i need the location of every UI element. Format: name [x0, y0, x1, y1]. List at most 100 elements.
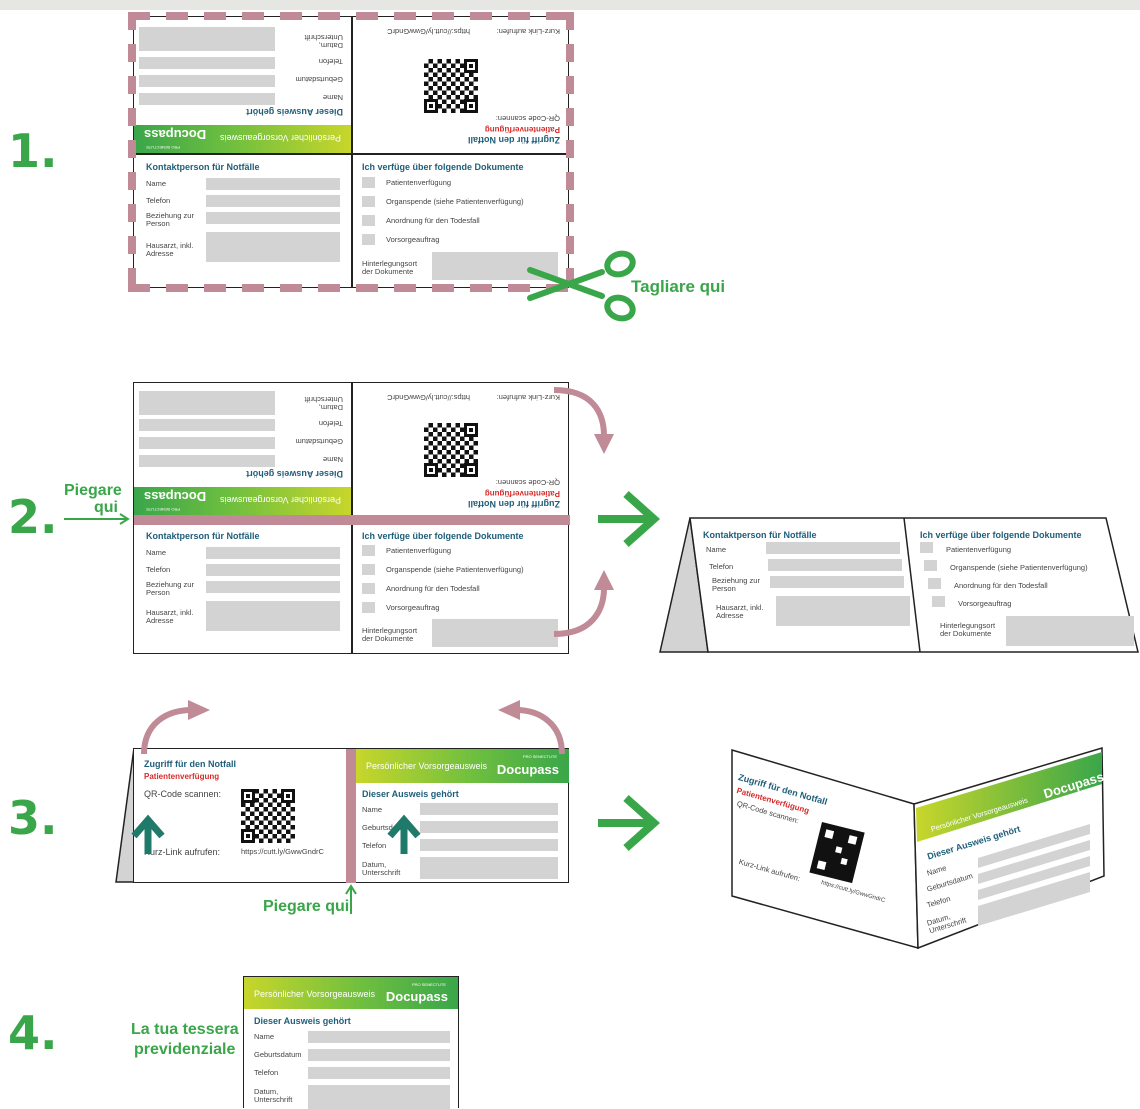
- up-arrow-icon: [387, 814, 421, 854]
- step-2-number: 2.: [8, 490, 58, 544]
- owner-field-label: Telefon: [254, 1068, 279, 1077]
- brand-small: PRO SENECTUTE: [522, 754, 557, 759]
- fold-here-label-part2: qui: [94, 499, 118, 516]
- short-link-label: Kurz-Link aufrufen:: [496, 27, 560, 36]
- cut-line-right: [566, 12, 574, 292]
- tent-docs-item: Patientenverfügung: [946, 545, 1012, 554]
- docs-heading: Ich verfüge über folgende Dokumente: [362, 162, 524, 172]
- tent-docs-heading: Ich verfüge über folgende Dokumente: [920, 530, 1082, 540]
- emergency-panel-flipped: Zugriff für den Notfall Patientenverfügu…: [352, 17, 570, 153]
- docs-item: Anordnung für den Todesfall: [386, 584, 480, 593]
- final-card-label-line1: La tua tessera: [131, 1021, 239, 1038]
- fold-back-arrow-right: [498, 700, 565, 755]
- contact-heading: Kontaktperson für Notfälle: [146, 162, 260, 172]
- qr-code: [241, 789, 295, 843]
- docs-item: Patientenverfügung: [386, 178, 452, 187]
- owner-field-label: Datum, Unterschrift: [254, 1087, 293, 1104]
- docs-item: Vorsorgeauftrag: [386, 235, 440, 244]
- qr-label: QR-Code scannen:: [144, 789, 222, 799]
- fold-pointer-arrow-icon: [64, 513, 130, 525]
- docs-item: Organspende (siehe Patientenverfügung): [386, 197, 524, 206]
- banner: Persönlicher Vorsorgeausweis PRO SENECTU…: [244, 977, 458, 1009]
- tent-contact-label: Name: [706, 545, 727, 554]
- fold-back-arrow-left: [141, 700, 210, 755]
- tent-docs-location: Hinterlegungsort der Dokumente: [940, 621, 996, 638]
- owner-field-label: Name: [362, 805, 383, 814]
- tent-contact-label: Telefon: [709, 562, 734, 571]
- step-1-number: 1.: [8, 124, 58, 178]
- tent-fold-illustration: [659, 517, 1139, 653]
- emergency-heading: Zugriff für den Notfall: [144, 759, 236, 769]
- contact-field-label: Hausarzt, inkl. Adresse: [146, 608, 194, 625]
- owner-field-label: Name: [254, 1032, 275, 1041]
- brand-logo: Docupass: [496, 762, 559, 777]
- banner-title: Persönlicher Vorsorgeausweis: [219, 133, 341, 143]
- card-unfolded-step1: Persönlicher Vorsorgeausweis PRO SENECTU…: [133, 16, 569, 288]
- docs-item: Organspende (siehe Patientenverfügung): [386, 565, 524, 574]
- folded-card-3d: [731, 746, 1105, 950]
- owner-field-label: Telefon: [318, 57, 343, 66]
- brand-logo: Docupass: [144, 489, 207, 504]
- tent-contact-label: Beziehung zur Person: [712, 576, 760, 593]
- brand-small: PRO SENECTUTE: [146, 507, 181, 512]
- owner-field-label: Geburtsdatum: [295, 75, 343, 84]
- docs-item: Anordnung für den Todesfall: [386, 216, 480, 225]
- contact-field-label: Beziehung zur Person: [146, 580, 194, 597]
- owner-field-label: Datum, Unterschrift: [304, 33, 343, 50]
- brand-small: PRO SENECTUTE: [411, 982, 446, 987]
- owner-heading: Dieser Ausweis gehört: [246, 469, 343, 479]
- cut-here-label: Tagliare qui: [631, 277, 726, 296]
- card-unfolded-step2: Persönlicher Vorsorgeausweis PRO SENECTU…: [133, 382, 570, 655]
- docs-location-label: Hinterlegungsort der Dokumente: [362, 626, 418, 643]
- docs-item: Patientenverfügung: [386, 546, 452, 555]
- owner-heading: Dieser Ausweis gehört: [246, 107, 343, 117]
- emergency-sub: Patientenverfügung: [484, 125, 560, 134]
- fold-curve-arrows: [553, 387, 614, 637]
- emergency-panel: Zugriff für den Notfall Patientenverfügu…: [134, 749, 346, 883]
- docs-heading: Ich verfüge über folgende Dokumente: [362, 531, 524, 541]
- owner-field-label: Telefon: [318, 419, 343, 428]
- tent-contact-heading: Kontaktperson für Notfälle: [703, 530, 817, 540]
- short-link: https://cutt.ly/GwwGndrC: [241, 847, 324, 856]
- final-card: Persönlicher Vorsorgeausweis PRO SENECTU…: [243, 976, 459, 1109]
- owner-panel-flipped: Persönlicher Vorsorgeausweis PRO SENECTU…: [134, 383, 351, 515]
- short-link-label: Kurz-Link aufrufen:: [144, 847, 221, 857]
- step-4-number: 4.: [8, 1006, 58, 1060]
- docs-item: Vorsorgeauftrag: [386, 603, 440, 612]
- owner-field-label: Geburtsdatum: [362, 823, 410, 832]
- contact-field-label: Telefon: [146, 565, 171, 574]
- owner-field-label: Name: [322, 93, 343, 102]
- brand-logo: Docupass: [385, 989, 448, 1004]
- tent-docs-item: Anordnung für den Todesfall: [954, 581, 1048, 590]
- step-3-number: 3.: [8, 791, 58, 845]
- emergency-panel-flipped: Zugriff für den Notfall Patientenverfügu…: [352, 383, 570, 515]
- fold-line-vertical: [346, 749, 356, 883]
- brand-logo: Docupass: [144, 127, 207, 142]
- fold-line: [134, 515, 570, 525]
- fold-pointer-up-icon: [345, 884, 357, 914]
- cut-line-left: [128, 12, 136, 292]
- tent-docs-item: Organspende (siehe Patientenverfügung): [950, 563, 1088, 572]
- contact-field-label: Name: [146, 548, 167, 557]
- up-arrow-icon: [131, 814, 165, 854]
- fold-here-label-part1: Piegare: [64, 482, 122, 499]
- contact-panel: Kontaktperson für Notfälle Name Telefon …: [134, 525, 351, 655]
- contact-heading: Kontaktperson für Notfälle: [146, 531, 260, 541]
- tent-contact-label: Hausarzt, inkl. Adresse: [716, 603, 764, 620]
- emergency-sub: Patientenverfügung: [144, 772, 220, 781]
- contact-field-label: Telefon: [146, 196, 171, 205]
- top-bar: [0, 0, 1140, 10]
- card-folded-step3: Zugriff für den Notfall Patientenverfügu…: [133, 748, 569, 883]
- tent-docs-item: Vorsorgeauftrag: [958, 599, 1012, 608]
- banner-title: Persönlicher Vorsorgeausweis: [219, 495, 341, 505]
- qr-label: QR-Code scannen:: [495, 114, 560, 123]
- owner-heading: Dieser Ausweis gehört: [362, 789, 459, 799]
- owner-heading: Dieser Ausweis gehört: [254, 1016, 351, 1026]
- banner: Persönlicher Vorsorgeausweis PRO SENECTU…: [134, 125, 351, 153]
- cut-line-bottom: [128, 284, 574, 292]
- contact-field-label: Name: [146, 179, 167, 188]
- owner-field-label: Geburtsdatum: [254, 1050, 302, 1059]
- owner-field-label: Datum, Unterschrift: [362, 860, 401, 877]
- banner: Persönlicher Vorsorgeausweis PRO SENECTU…: [356, 749, 569, 783]
- contact-panel: Kontaktperson für Notfälle Name Telefon …: [134, 154, 351, 289]
